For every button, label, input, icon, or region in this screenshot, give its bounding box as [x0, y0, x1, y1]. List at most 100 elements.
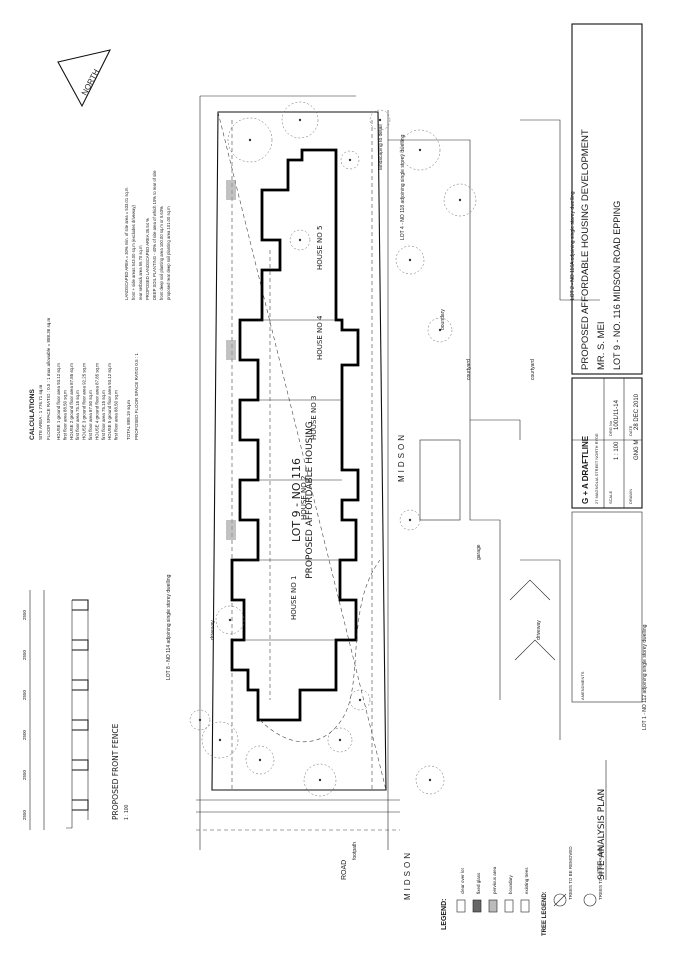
tree-icon: [227, 117, 273, 163]
legend-swatch: [456, 899, 466, 913]
neighbour-lots: LOT 2 - NO 116A adjoining single storey …: [166, 119, 648, 860]
tree-icon: [340, 150, 360, 170]
legend-swatch: [504, 899, 514, 913]
tb-scale-label: SCALE: [608, 491, 613, 504]
tb-date: 28 DEC 2010: [634, 393, 640, 430]
tree-trunk-icon: [408, 518, 412, 522]
tree-trunk-icon: [198, 718, 202, 722]
calc-rows: HOUSE 1 ground floor area 93.12 sq.m fir…: [56, 363, 119, 440]
legend-item: boundary: [508, 874, 513, 894]
tree-icon: [415, 765, 445, 795]
landscaping-block: LANDSCAPED AREA = 30% min. of site area …: [124, 170, 171, 300]
tree-icon: [303, 763, 337, 797]
calc-proposed-fsr: PROPOSED FLOOR SPACE RATIO 0.5 : 1: [134, 353, 139, 440]
neighbour-label: LOT 8 - NO 114 adjoining single storey d…: [166, 574, 172, 680]
legend-item: fixed glass: [476, 872, 481, 894]
fence-dim: 2550: [22, 609, 27, 620]
calc-row: HOUSE 4 ground floor area 87.85 sq.m: [94, 363, 99, 440]
tree-trunk-icon: [458, 198, 462, 202]
calc-row: HOUSE 3 ground floor area 92.25 sq.m: [82, 363, 87, 440]
courtyard-label: courtyard: [466, 359, 472, 380]
lot-label: LOT 9 - NO 116 PROPOSED AFFORDABLE HOUSI…: [290, 421, 315, 579]
house-label: HOUSE NO 2: [300, 476, 308, 520]
tree-icon: [327, 727, 353, 753]
tree-icon: [399, 129, 441, 171]
tree-trunk-icon: [258, 758, 262, 762]
legend-item: existing trees: [524, 867, 529, 894]
fence-scale: 1 : 100: [124, 804, 130, 820]
tb-scale: 1 : 100: [614, 441, 620, 460]
tree-icon: [349, 689, 371, 711]
tree-icon: [369, 109, 391, 131]
calc-row: first floor area 75.15 sq.m: [75, 390, 80, 440]
tb-drawn-label: DRAWN: [628, 489, 633, 504]
tree-trunk-icon: [338, 738, 342, 742]
calc-heading: CALCULATIONS: [29, 389, 36, 440]
fence-dim: 2550: [22, 809, 27, 820]
landscaping-row: DEEP SOIL PLANTING - 40% of site area of…: [152, 170, 157, 300]
calculations-block: CALCULATIONS SITE AREA : 1 776.71 sq.m F…: [29, 317, 139, 440]
legend-swatch: [488, 899, 498, 913]
tree-icon: [215, 605, 245, 635]
landscaping-row: proposed rear deep soil planting area 10…: [166, 206, 171, 300]
tree-icon: [395, 245, 425, 275]
lot-main-sub: PROPOSED AFFORDABLE HOUSING: [305, 421, 315, 579]
fence-dim: 2550: [22, 689, 27, 700]
boundary-note: boundary: [440, 309, 446, 330]
fence-dim: 2550: [22, 649, 27, 660]
driveway-label: driveway: [536, 620, 542, 640]
tb-project: PROPOSED AFFORDABLE HOUSING DEVELOPMENT: [580, 129, 591, 370]
driveway-label: driveway: [210, 620, 216, 640]
calc-total: TOTAL 889.19 sq.m: [126, 400, 131, 440]
street-name: MIDSON: [397, 432, 406, 482]
fence-dim: 2500: [22, 729, 27, 740]
site-boundary: [199, 95, 389, 850]
tb-amendments: AMENDMENTS: [580, 671, 585, 700]
tree-trunk-icon: [298, 238, 302, 242]
tree-trunk-icon: [358, 698, 362, 702]
tree-trunk-icon: [248, 138, 252, 142]
landscaping-rows: LANDSCAPED AREA = 30% min. of site area …: [124, 170, 171, 300]
fence-title: PROPOSED FRONT FENCE: [111, 723, 120, 820]
house-label: HOUSE NO 1: [290, 576, 298, 620]
tree-trunk-icon: [438, 328, 442, 332]
calc-row: HOUSE 5 ground floor area 93.12 sq.m: [107, 363, 112, 440]
tree-trunk-icon: [428, 778, 432, 782]
calc-row: first floor area 88.50 sq.m: [62, 390, 67, 440]
house-label: HOUSE NO 3: [310, 396, 318, 440]
landscaping-row: front deep soil planting area 100.00 sq.…: [159, 206, 164, 300]
tb-date-label: DATE: [628, 425, 633, 436]
tree-legend-item: TREES TO BE RETAINED: [598, 846, 603, 900]
tree-icon: [427, 317, 453, 343]
garage-label: garage: [476, 544, 482, 560]
tree-icon: [443, 183, 477, 217]
building-footprint: [226, 148, 360, 722]
calc-row: first floor area 87.50 sq.m: [88, 390, 93, 440]
tree-trunk-icon: [348, 158, 352, 162]
calc-row: first floor area 75.15 sq.m: [101, 390, 106, 440]
tree-icon: [289, 229, 311, 251]
house-label: HOUSE NO 5: [316, 226, 324, 270]
tree-icon: [189, 709, 211, 731]
courtyard-label: courtyard: [530, 359, 536, 380]
house-label: HOUSE NO 4: [316, 315, 324, 360]
tb-drg-label: DRG No: [608, 420, 613, 436]
fence-dim: 2550: [22, 769, 27, 780]
trees-layer: [189, 101, 477, 797]
neighbour-label: LOT 4 - NO 118 adjoining single storey d…: [400, 134, 406, 240]
footpath-note: footpath: [352, 842, 358, 860]
landscaping-row: LANDSCAPED AREA = 30% min. of site area …: [124, 187, 129, 300]
tb-drawing-title: SITE ANALYSIS PLAN: [597, 789, 607, 880]
tree-retained-icon: [583, 893, 597, 907]
title-block: PROPOSED AFFORDABLE HOUSING DEVELOPMENT …: [571, 23, 643, 880]
tree-icon: [281, 101, 319, 139]
lot-main: LOT 9 - NO 116: [290, 458, 303, 542]
tree-trunk-icon: [318, 778, 322, 782]
tree-trunk-icon: [298, 118, 302, 122]
calc-row: HOUSE 1 ground floor area 93.12 sq.m: [56, 363, 61, 440]
calc-row: HOUSE 2 ground floor area 87.85 sq.m: [69, 363, 74, 440]
tb-client: MR. S. MEI: [596, 321, 607, 370]
